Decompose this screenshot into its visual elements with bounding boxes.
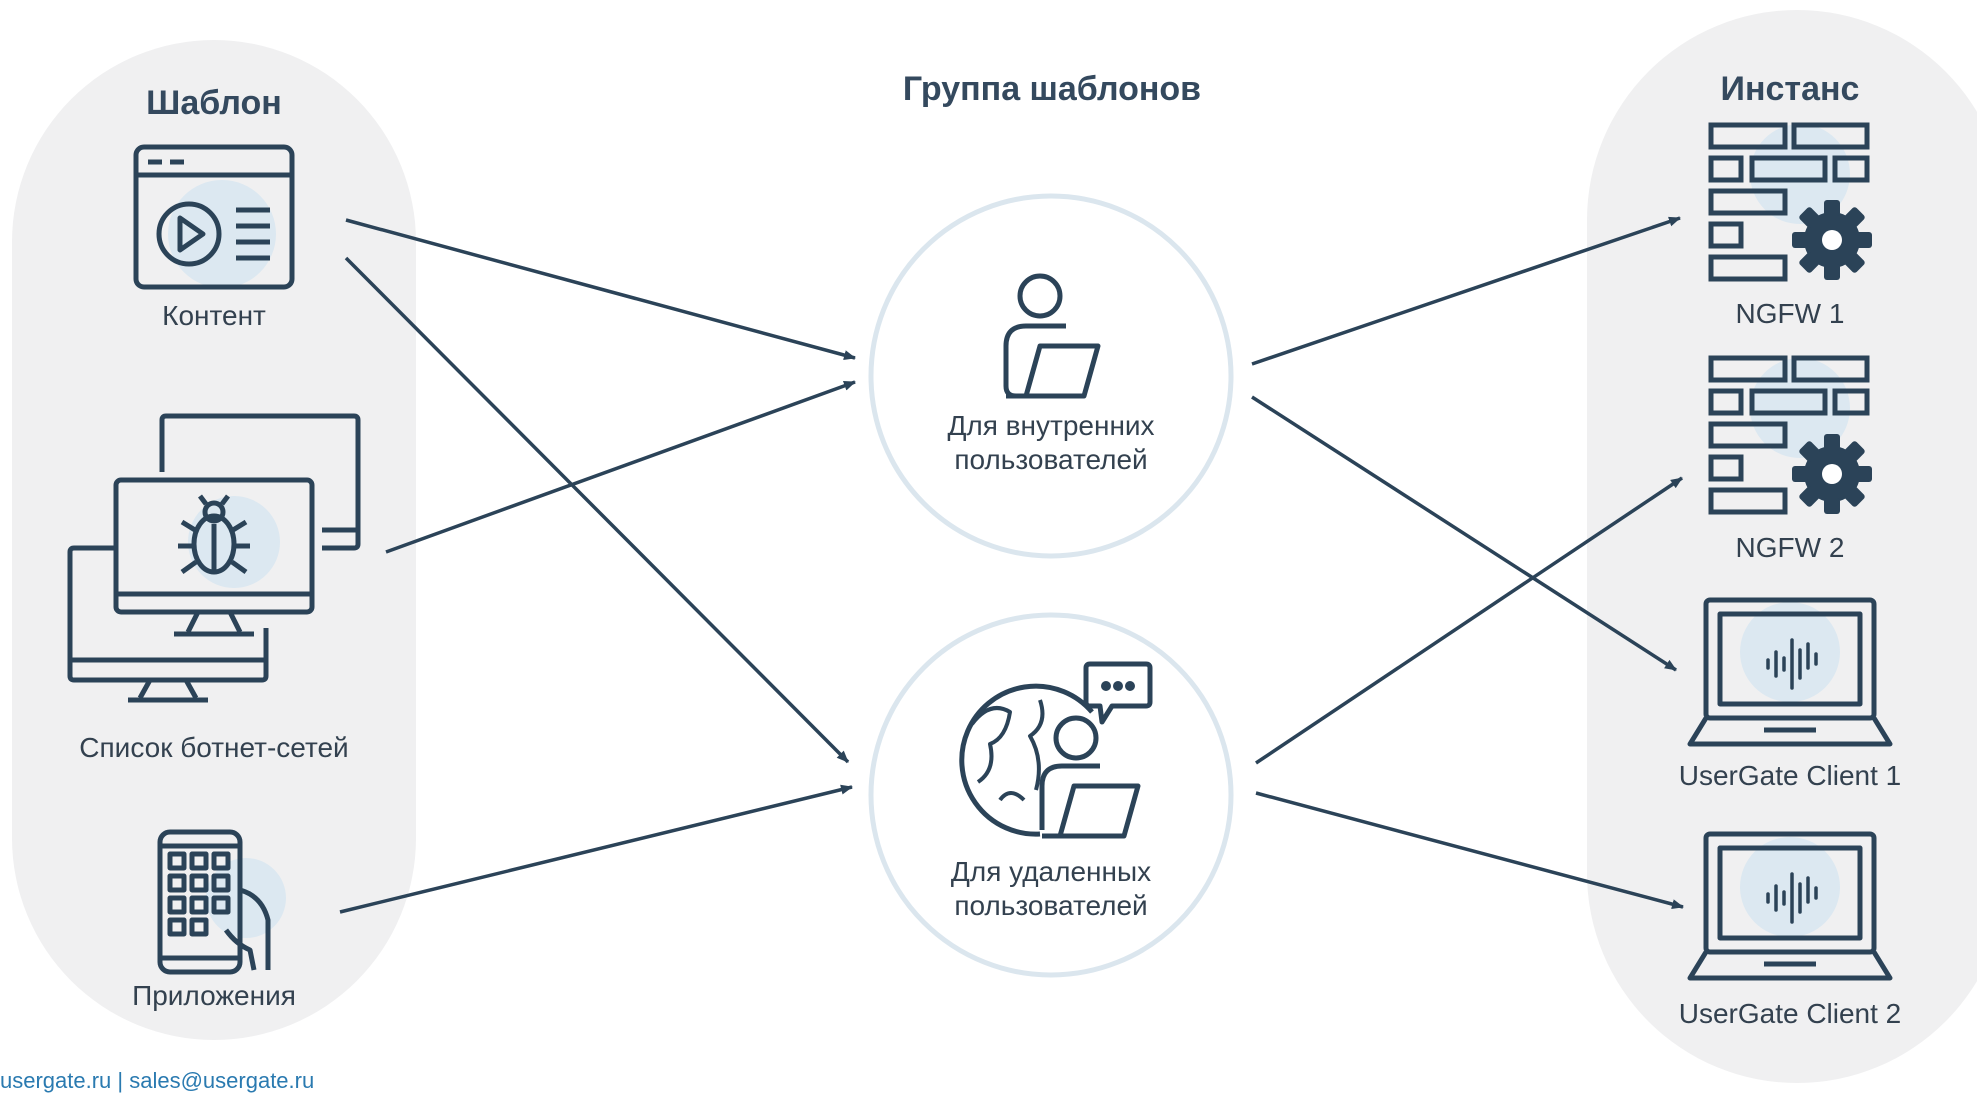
arrow-remote-to-client2 bbox=[1255, 791, 1684, 909]
group-label-internal-line2: пользователей bbox=[954, 444, 1148, 475]
arrow-botnet-to-internal bbox=[385, 380, 856, 554]
arrow-apps-to-remote bbox=[339, 784, 853, 914]
instance-label-ngfw1: NGFW 1 bbox=[1735, 298, 1845, 329]
group-label-internal-line1: Для внутренних bbox=[947, 410, 1155, 441]
arrow-internal-to-ngfw1 bbox=[1251, 216, 1681, 366]
arrow-internal-to-client1 bbox=[1251, 395, 1677, 672]
arrow-content-to-remote bbox=[344, 256, 850, 764]
instance-label-client2: UserGate Client 2 bbox=[1678, 998, 1902, 1029]
footer-contact: usergate.ru | sales@usergate.ru bbox=[0, 1068, 315, 1093]
template-label-content: Контент bbox=[162, 300, 266, 331]
mobile-apps-icon bbox=[157, 829, 286, 975]
heading-template-group: Группа шаблонов bbox=[902, 70, 1202, 108]
heading-instance: Инстанс bbox=[1720, 70, 1860, 108]
remote-user-globe-icon bbox=[959, 661, 1153, 839]
group-label-remote-line2: пользователей bbox=[954, 890, 1148, 921]
arrow-remote-to-ngfw2 bbox=[1255, 476, 1683, 765]
laptop-client-icon-1 bbox=[1687, 597, 1893, 747]
template-label-apps: Приложения bbox=[132, 980, 296, 1011]
laptop-client-icon-2 bbox=[1687, 831, 1893, 981]
botnet-monitors-icon bbox=[67, 413, 361, 703]
heading-template: Шаблон bbox=[146, 84, 282, 122]
arrows bbox=[339, 216, 1684, 914]
gear-icon bbox=[1792, 434, 1872, 514]
arrow-content-to-internal bbox=[345, 218, 856, 360]
firewall-gear-icon-1 bbox=[1708, 122, 1872, 282]
group-label-remote-line1: Для удаленных bbox=[950, 856, 1152, 887]
firewall-gear-icon-2 bbox=[1708, 355, 1872, 515]
instance-label-client1: UserGate Client 1 bbox=[1678, 760, 1902, 791]
internal-user-laptop-icon bbox=[1003, 273, 1101, 399]
template-label-botnet: Список ботнет-сетей bbox=[79, 732, 349, 763]
gear-icon bbox=[1792, 200, 1872, 280]
instance-panel bbox=[1587, 10, 1977, 1083]
content-window-icon bbox=[133, 144, 295, 290]
instance-label-ngfw2: NGFW 2 bbox=[1735, 532, 1845, 563]
